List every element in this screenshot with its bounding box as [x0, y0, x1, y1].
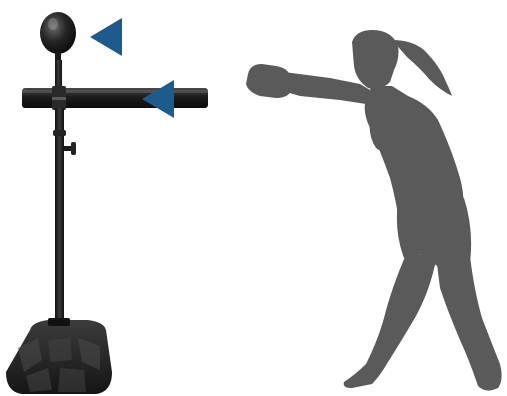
bar-pointer-arrow — [142, 80, 174, 118]
main-pole — [55, 108, 64, 333]
boxer-silhouette — [246, 30, 502, 391]
height-knob — [64, 142, 76, 155]
speed-ball — [40, 12, 76, 62]
adjustable-bar — [22, 86, 208, 110]
speed-ball-pointer-arrow — [90, 18, 122, 56]
reflex-bag-stand — [6, 12, 208, 394]
upper-pole — [55, 60, 62, 88]
weighted-base — [6, 318, 112, 394]
